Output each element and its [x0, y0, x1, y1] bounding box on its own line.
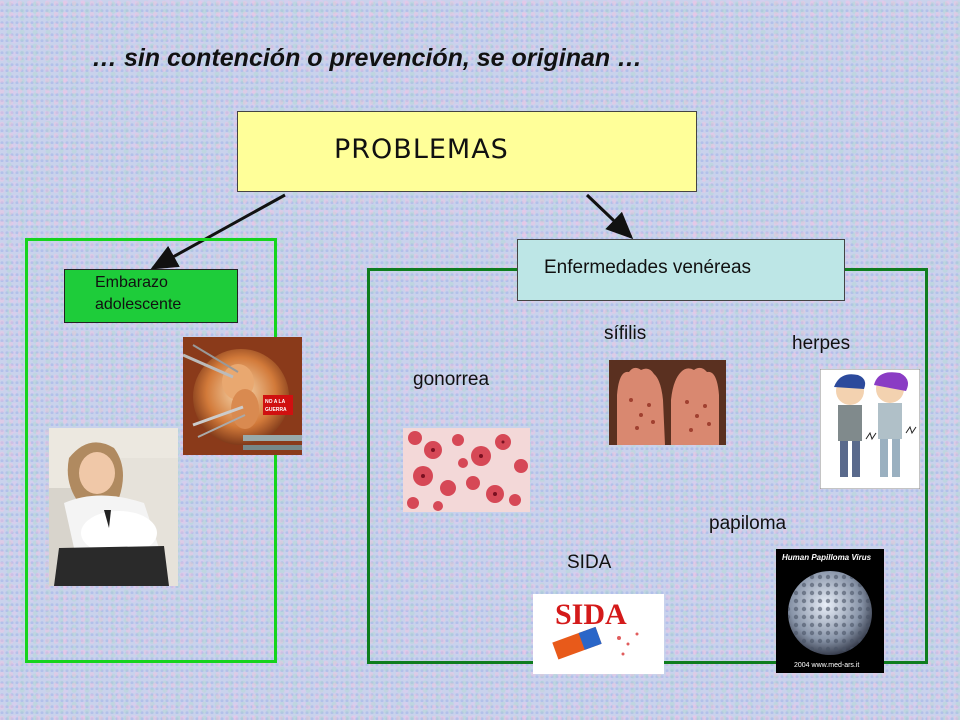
sifilis-label: sífilis: [604, 323, 647, 344]
hpv-title: Human Papilloma Virus: [782, 553, 872, 562]
hpv-caption: 2004 www.med-ars.it: [794, 662, 859, 669]
arrow-to-embarazo: [150, 193, 286, 270]
enfermedades-node: Enfermedades venéreas: [517, 239, 845, 301]
gonorrea-image: [403, 428, 530, 512]
sida-label: SIDA: [567, 552, 612, 573]
sida-logo-image: SIDA: [533, 594, 664, 674]
embryo-slogan-1: NO A LA: [265, 399, 286, 405]
embarazo-label: Embarazo adolescente: [95, 274, 182, 313]
embarazo-node: Embarazo adolescente: [64, 269, 238, 323]
enfermedades-label: Enfermedades venéreas: [544, 257, 752, 278]
sida-logo-text: SIDA: [555, 598, 627, 631]
herpes-label: herpes: [792, 333, 851, 354]
papiloma-label: papiloma: [709, 513, 787, 534]
herpes-image: [820, 369, 920, 489]
problemas-node: PROBLEMAS: [237, 111, 697, 192]
embryo-slogan-2: GUERRA: [265, 407, 287, 413]
arrow-to-enfermedades: [585, 193, 634, 240]
hpv-image: Human Papilloma Virus 2004 www.med-ars.i…: [776, 549, 884, 673]
problemas-label: PROBLEMAS: [334, 134, 509, 165]
gonorrea-label: gonorrea: [413, 369, 490, 390]
pregnant-teen-image: [49, 428, 178, 586]
sifilis-image: [609, 360, 726, 445]
slide-title: … sin contención o prevención, se origin…: [92, 44, 643, 72]
embryo-image: NO A LA GUERRA: [183, 337, 302, 455]
